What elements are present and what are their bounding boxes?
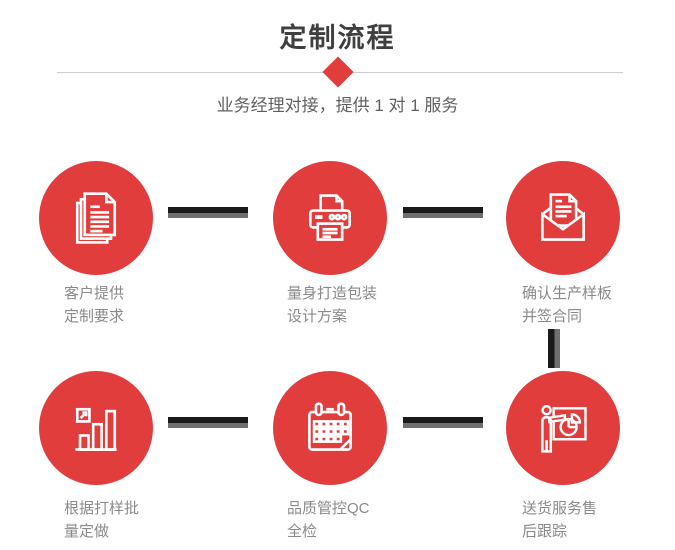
- step-label-sample-contract: 确认生产样板 并签合同: [522, 282, 612, 328]
- connector-step2-step3: [403, 207, 483, 218]
- step-circle-delivery-aftersale: [506, 371, 620, 485]
- printer-icon: [300, 188, 360, 248]
- step-circle-customer-requirements: [39, 161, 153, 275]
- step-label-line1: 客户提供: [64, 285, 125, 302]
- step-label-line2: 并签合同: [522, 308, 583, 325]
- step-label-line2: 后跟踪: [522, 523, 568, 540]
- step-circle-batch-production: [39, 371, 153, 485]
- page-subtitle: 业务经理对接，提供 1 对 1 服务: [216, 96, 459, 115]
- step-label-line1: 量身打造包装: [287, 285, 378, 302]
- page-title: 定制流程: [279, 23, 396, 53]
- bar-chart-icon: [66, 398, 126, 458]
- connector-step3-step6: [548, 329, 560, 368]
- step-circle-quality-control: [273, 371, 387, 485]
- step-label-line1: 确认生产样板: [522, 285, 613, 302]
- calendar-icon: [300, 398, 360, 458]
- step-circle-sample-contract: [506, 161, 620, 275]
- step-label-batch-production: 根据打样批 量定做: [64, 497, 139, 543]
- step-label-line1: 送货服务售: [522, 500, 598, 517]
- step-label-line1: 品质管控QC: [287, 500, 370, 517]
- step-circle-package-design: [273, 161, 387, 275]
- step-label-customer-requirements: 客户提供 定制要求: [64, 282, 124, 328]
- connector-step4-step5: [168, 417, 248, 428]
- step-label-delivery-aftersale: 送货服务售 后跟踪: [522, 497, 597, 543]
- step-label-line2: 量定做: [64, 523, 110, 540]
- connector-step5-step6: [403, 417, 483, 428]
- open-envelope-icon: [533, 188, 593, 248]
- diamond-accent-icon: [322, 56, 354, 88]
- connector-step1-step2: [168, 207, 248, 218]
- step-label-package-design: 量身打造包装 设计方案: [287, 282, 377, 328]
- step-label-line2: 全检: [287, 523, 318, 540]
- step-label-line1: 根据打样批: [64, 500, 140, 517]
- step-label-quality-control: 品质管控QC 全检: [287, 497, 370, 543]
- stacked-documents-icon: [66, 188, 126, 248]
- step-label-line2: 定制要求: [64, 308, 125, 325]
- step-label-line2: 设计方案: [287, 308, 348, 325]
- presentation-icon: [533, 398, 593, 458]
